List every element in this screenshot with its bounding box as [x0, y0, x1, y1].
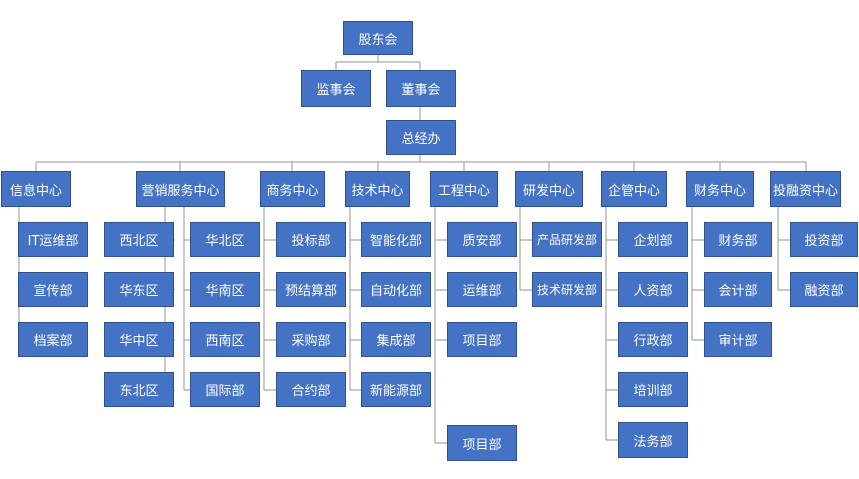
dept-integration: 集成部 [361, 322, 431, 357]
dept-finance: 财务部 [704, 222, 772, 257]
dept-procurement: 采购部 [276, 322, 346, 357]
region-south: 华南区 [190, 272, 260, 307]
region-northwest: 西北区 [104, 222, 174, 257]
dept-planning: 企划部 [618, 222, 688, 257]
dept-it-ops: IT运维部 [18, 222, 88, 257]
dept-training: 培训部 [618, 372, 688, 407]
dept-investment: 投资部 [790, 222, 858, 257]
center-commerce: 商务中心 [260, 171, 325, 207]
connector [349, 207, 362, 391]
dept-tech-rnd: 技术研发部 [532, 272, 602, 307]
dept-project-2: 项目部 [447, 425, 517, 461]
region-northeast: 东北区 [104, 372, 174, 407]
center-enterprise-management: 企管中心 [601, 171, 667, 207]
dept-hr: 人资部 [618, 272, 688, 307]
center-marketing: 营销服务中心 [136, 171, 225, 207]
node-shareholders-meeting: 股东会 [343, 21, 413, 55]
region-central: 华中区 [104, 322, 174, 357]
dept-project: 项目部 [447, 322, 517, 357]
node-general-office: 总经办 [386, 120, 456, 155]
connector [36, 155, 806, 163]
node-supervisory-board: 监事会 [301, 70, 371, 107]
dept-bidding: 投标部 [276, 222, 346, 257]
center-info: 信息中心 [1, 171, 71, 207]
connector [434, 207, 448, 444]
dept-budget-settlement: 预结算部 [276, 272, 346, 307]
dept-contracts: 合约部 [276, 372, 346, 407]
connector [183, 207, 192, 391]
connector [691, 207, 705, 341]
dept-legal: 法务部 [618, 422, 688, 458]
dept-intelligent: 智能化部 [361, 222, 431, 257]
dept-automation: 自动化部 [361, 272, 431, 307]
center-investment-financing: 投融资中心 [770, 171, 841, 207]
dept-international: 国际部 [190, 372, 260, 407]
center-finance: 财务中心 [686, 171, 754, 207]
connector [519, 207, 533, 291]
dept-operations: 运维部 [447, 272, 517, 307]
connector [263, 207, 277, 391]
dept-accounting: 会计部 [704, 272, 772, 307]
dept-archives: 档案部 [18, 322, 88, 357]
dept-quality-safety: 质安部 [447, 222, 517, 257]
dept-admin: 行政部 [618, 322, 688, 357]
region-southwest: 西南区 [190, 322, 260, 357]
connector [605, 207, 619, 441]
connector [777, 207, 791, 291]
region-east: 华东区 [104, 272, 174, 307]
connector [35, 162, 807, 171]
node-board-of-directors: 董事会 [386, 70, 456, 107]
connector [335, 55, 421, 70]
dept-product-rnd: 产品研发部 [532, 222, 602, 257]
dept-financing: 融资部 [790, 272, 858, 307]
region-north: 华北区 [190, 222, 260, 257]
center-technology: 技术中心 [345, 171, 410, 207]
dept-new-energy: 新能源部 [361, 372, 431, 407]
dept-publicity: 宣传部 [18, 272, 88, 307]
center-rnd: 研发中心 [515, 171, 583, 207]
dept-audit: 审计部 [704, 322, 772, 357]
center-engineering: 工程中心 [430, 171, 498, 207]
